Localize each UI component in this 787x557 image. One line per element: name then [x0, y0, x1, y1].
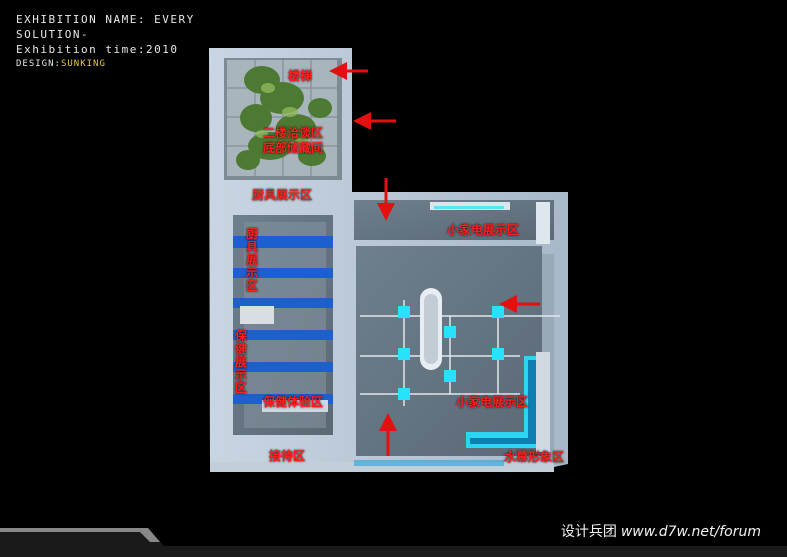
central-kiosk-shade — [424, 294, 438, 364]
direction-arrows — [329, 62, 540, 456]
zone-label-stairs: 楼梯 — [288, 69, 313, 83]
zone-label-meeting-line2: 底部储藏间 — [263, 141, 324, 155]
zone-label-kitchen-top: 厨具展示区 — [252, 188, 313, 202]
central-floor — [356, 246, 542, 456]
counter — [240, 306, 274, 324]
zone-label-appliance-top: 小家电展示区 — [447, 223, 520, 237]
blue-shelves — [233, 236, 333, 404]
exhibition-name-line2: SOLUTION- — [16, 28, 90, 41]
zone-label-water-curtain: 水幕形象区 — [504, 450, 565, 464]
water-curtain-frame — [536, 352, 550, 452]
zone-label-reception: 接待区 — [269, 449, 306, 463]
appliance-tower — [536, 202, 550, 244]
bottom-bar-light — [0, 528, 160, 542]
kitchen-column-inner — [244, 222, 326, 428]
plant-cluster — [236, 66, 332, 170]
appliance-strip-lights — [434, 206, 504, 209]
zone-label-kitchen-left: 厨具展示区 — [245, 227, 258, 293]
zone-label-appliance-center: 小家电展示区 — [456, 395, 529, 409]
design-credit: DESIGN:SUNKING — [16, 57, 195, 72]
zone-label-meeting-line1: 二楼洽谈区 — [263, 126, 324, 140]
zone-label-health-vertical: 保健展示区 — [234, 329, 247, 395]
zone-label-health-experience: 保健体验区 — [263, 395, 324, 409]
plant-highlights — [256, 83, 309, 146]
front-edge — [354, 460, 504, 466]
exhibition-name-line1: EXHIBITION NAME: EVERY — [16, 13, 195, 26]
exhibition-time: Exhibition time:2010 — [16, 43, 179, 56]
experience-counter — [262, 400, 328, 412]
front-step — [210, 462, 554, 472]
design-value: SUNKING — [60, 59, 106, 69]
design-label: DESIGN: — [16, 59, 61, 69]
watermark-url: www.d7w.net/forum — [620, 524, 761, 540]
title-block: EXHIBITION NAME: EVERY SOLUTION- Exhibit… — [16, 12, 195, 72]
watermark-cn: 设计兵团 — [560, 524, 617, 540]
water-curtain-inner — [470, 360, 536, 444]
bottom-bar-dark — [0, 530, 787, 557]
